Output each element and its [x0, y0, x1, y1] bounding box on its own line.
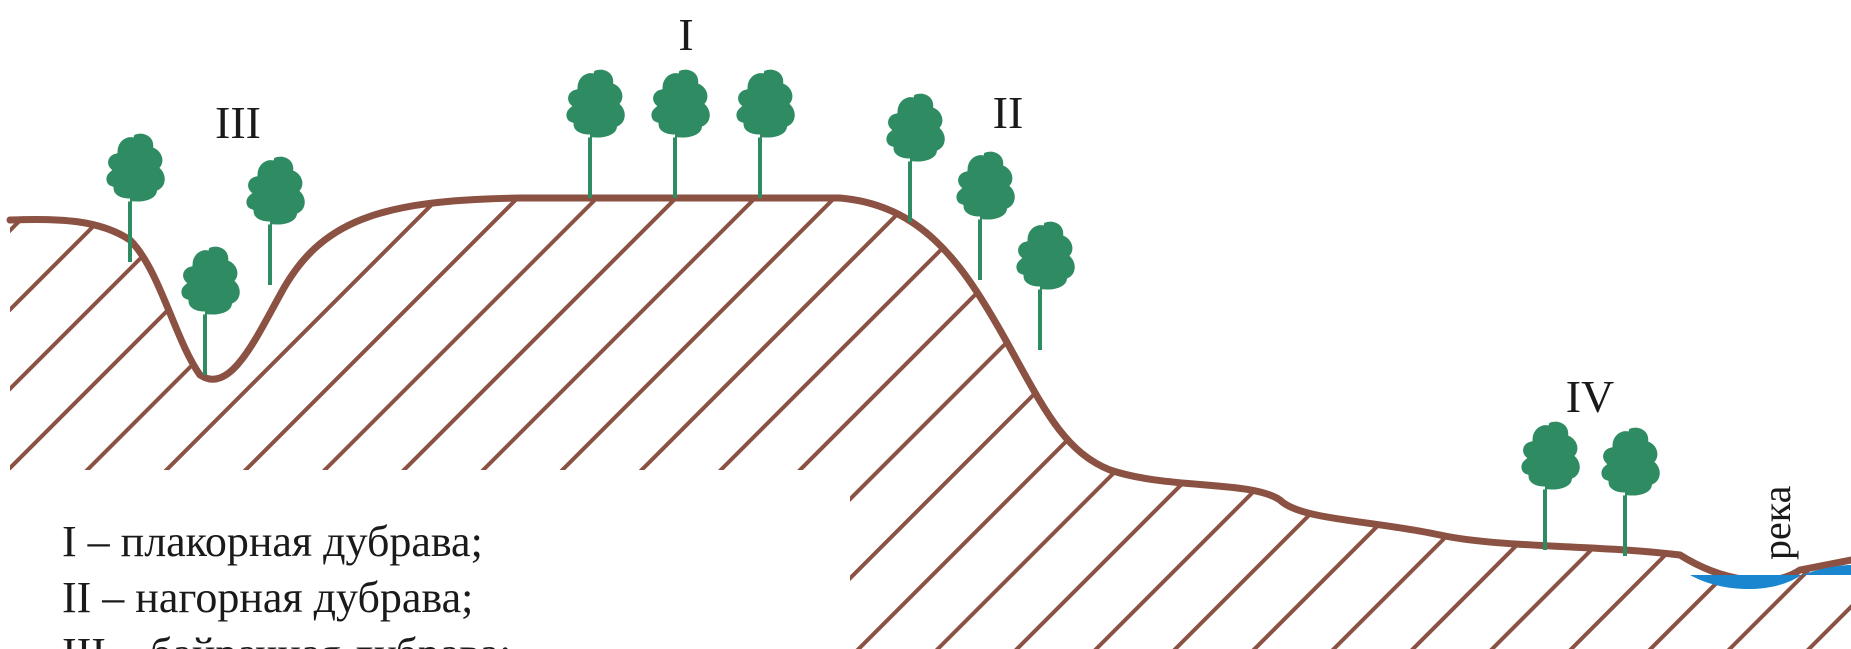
tree-icon — [562, 68, 626, 200]
zone-label-II: II — [993, 87, 1024, 138]
zone-label-IV: IV — [1566, 371, 1615, 422]
ground-outline — [6, 194, 1851, 585]
tree-icon — [1597, 426, 1661, 558]
zone-label-III: III — [215, 97, 261, 148]
tree-icon — [647, 68, 711, 200]
legend-line-I: I – плакорная дубрава; — [62, 517, 483, 566]
zone-label-I: I — [678, 9, 693, 60]
tree-icon — [732, 68, 796, 200]
tree-icon — [952, 150, 1016, 282]
legend-line-III: III – байрачная дубрава; — [62, 629, 511, 649]
river-water — [1690, 565, 1851, 590]
tree-icon — [882, 92, 946, 224]
tree-icon — [1012, 220, 1076, 352]
tree-icon — [1517, 420, 1581, 552]
legend-mask-edge — [0, 470, 850, 649]
river-label: река — [1754, 485, 1799, 560]
legend-line-II: II – нагорная дубрава; — [62, 573, 473, 622]
